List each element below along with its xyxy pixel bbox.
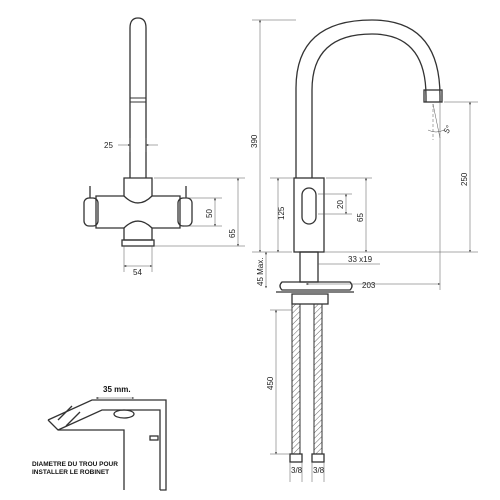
dim-body-width: 54 — [133, 268, 142, 277]
front-spout — [129, 17, 147, 178]
side-stem — [299, 251, 319, 283]
dim-angle: 5° — [442, 124, 454, 135]
dim-base-thread: 33 x19 — [348, 255, 373, 264]
hose-thread-right: 3/8 — [313, 466, 325, 475]
side-hose-right — [313, 303, 323, 455]
dim-max-thickness: 45 Max. — [256, 258, 265, 286]
dim-spout-height: 250 — [460, 172, 469, 186]
dim-total-height-side: 390 — [250, 134, 259, 148]
dim-hose-length: 450 — [266, 376, 275, 390]
side-hose-left — [291, 303, 301, 455]
dim-body-height: 50 — [205, 209, 214, 218]
side-view: 5° 390 250 125 20 65 33 x19 45 Max. — [250, 19, 478, 482]
hole-diameter: 35 mm. — [103, 385, 131, 394]
side-spout-tip — [423, 89, 443, 103]
install-note-line1: DIAMETRE DU TROU POUR — [32, 461, 118, 468]
dim-spout-width: 25 — [104, 141, 113, 150]
side-plate — [279, 281, 353, 291]
side-body — [293, 177, 325, 253]
mounting-hole — [113, 409, 135, 419]
front-view: 25 50 65 54 — [83, 17, 245, 277]
dim-handle-span: 65 — [356, 213, 365, 222]
dim-handle-height: 125 — [277, 206, 286, 220]
install-detail: 35 mm. DIAMETRE DU TROU POUR INSTALLER L… — [32, 385, 167, 491]
front-base — [121, 239, 155, 247]
front-body — [95, 177, 181, 241]
dim-reach: 203 — [362, 281, 376, 290]
install-note-line2: INSTALLER LE ROBINET — [32, 469, 109, 476]
side-spout — [295, 19, 441, 178]
front-spout-ring — [129, 97, 147, 103]
dim-handle-width: 20 — [336, 200, 345, 209]
counter-top — [47, 399, 167, 491]
front-handle-left — [83, 197, 99, 227]
hose-thread-left: 3/8 — [291, 466, 303, 475]
dim-total-height: 65 — [228, 229, 237, 238]
side-handle — [301, 187, 317, 225]
